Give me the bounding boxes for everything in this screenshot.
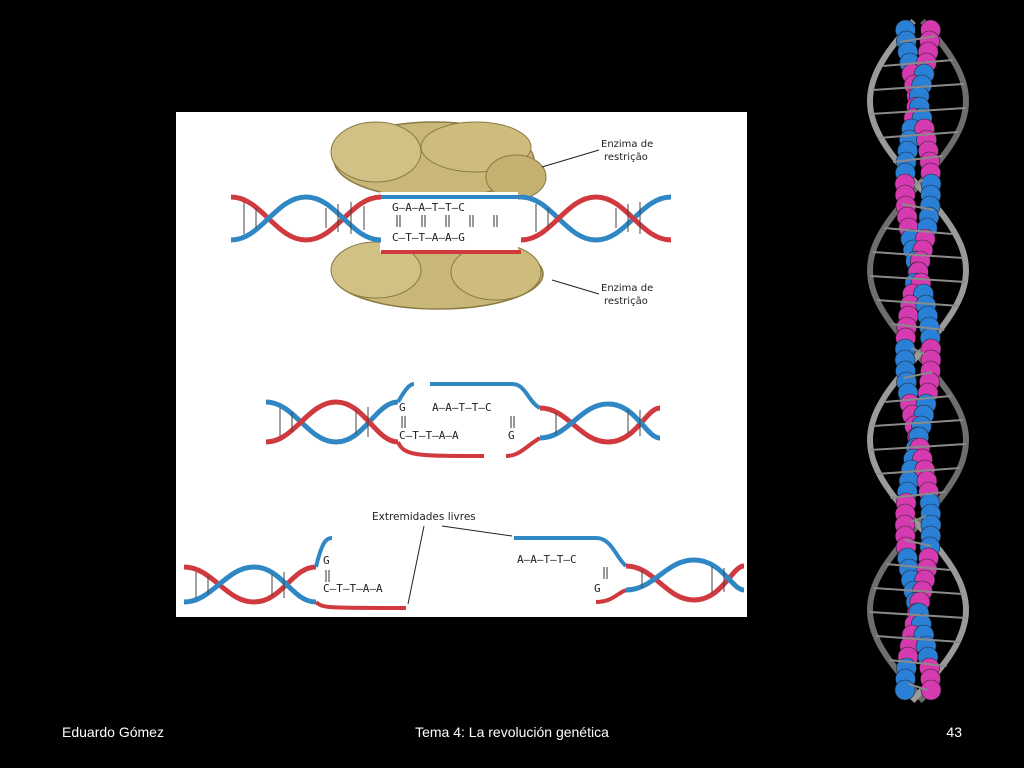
helix-left-2: [265, 399, 399, 445]
stage-2-cut: G A–A–T–T–C C–T–T–A–A G: [265, 382, 661, 458]
restriction-enzyme-diagram: G–A–A–T–T–C C–T–T–A–A–G Enzima de restri…: [176, 112, 747, 617]
stage-3-fragments: G C–T–T–A–A A–A–T–T–C G Extremidades liv…: [183, 511, 745, 610]
seq-top-right-2: A–A–T–T–C: [432, 401, 492, 414]
arrow-free-end-left: [407, 525, 425, 605]
seq-bottom-right-2: G: [508, 429, 515, 442]
strand-top-left-2: [396, 382, 415, 403]
arrow-enzyme-bottom: [551, 279, 600, 295]
dna-molecular-model: [866, 19, 970, 703]
helix-left-1: [230, 194, 382, 243]
helix-right-2: [539, 401, 661, 445]
strand-bottom-left-3: [314, 600, 407, 610]
stage-1-enzyme-binding: G–A–A–T–T–C C–T–T–A–A–G Enzima de restri…: [230, 121, 672, 310]
label-enzyme-top-2: restrição: [604, 152, 648, 163]
seq-bottom-1: C–T–T–A–A–G: [392, 231, 465, 244]
enzyme-blob-top: [330, 121, 547, 200]
seq-left-top-3: G: [323, 554, 330, 567]
strand-bottom-right-3: [595, 588, 627, 604]
slide-number: 43: [946, 724, 962, 740]
seq-top-1: G–A–A–T–T–C: [392, 201, 465, 214]
enzyme-blob-bottom: [330, 238, 544, 310]
strand-bottom-right-2: [505, 436, 542, 458]
base-pairs-3: [325, 567, 608, 582]
seq-left-bottom-3: C–T–T–A–A: [323, 582, 383, 595]
helix-left-3: [183, 564, 317, 605]
seq-right-bottom-3: G: [594, 582, 601, 595]
arrow-enzyme-top: [541, 149, 600, 168]
arrow-free-end-right: [441, 525, 513, 537]
footer-title: Tema 4: La revolución genética: [415, 724, 609, 740]
label-enzyme-bottom-2: restrição: [604, 296, 648, 307]
label-free-ends: Extremidades livres: [372, 511, 476, 523]
label-enzyme-bottom-1: Enzima de: [601, 283, 653, 294]
diagram-canvas: G–A–A–T–T–C C–T–T–A–A–G Enzima de restri…: [183, 121, 745, 610]
seq-top-left-2: G: [399, 401, 406, 414]
strand-top-right-curve-2: [511, 382, 542, 410]
base-pairs-1: [396, 215, 498, 227]
seq-bottom-left-2: C–T–T–A–A: [399, 429, 459, 442]
strand-bottom-left-2: [396, 441, 485, 458]
helix-right-3: [625, 557, 745, 603]
seq-right-top-3: A–A–T–T–C: [517, 553, 577, 566]
helix-right-1: [520, 194, 672, 243]
strand-top-right-curve-3: [595, 536, 628, 568]
base-pairs-2: [401, 416, 515, 428]
label-enzyme-top-1: Enzima de: [601, 139, 653, 150]
strand-top-left-3: [314, 536, 333, 568]
footer-author: Eduardo Gómez: [62, 724, 164, 740]
